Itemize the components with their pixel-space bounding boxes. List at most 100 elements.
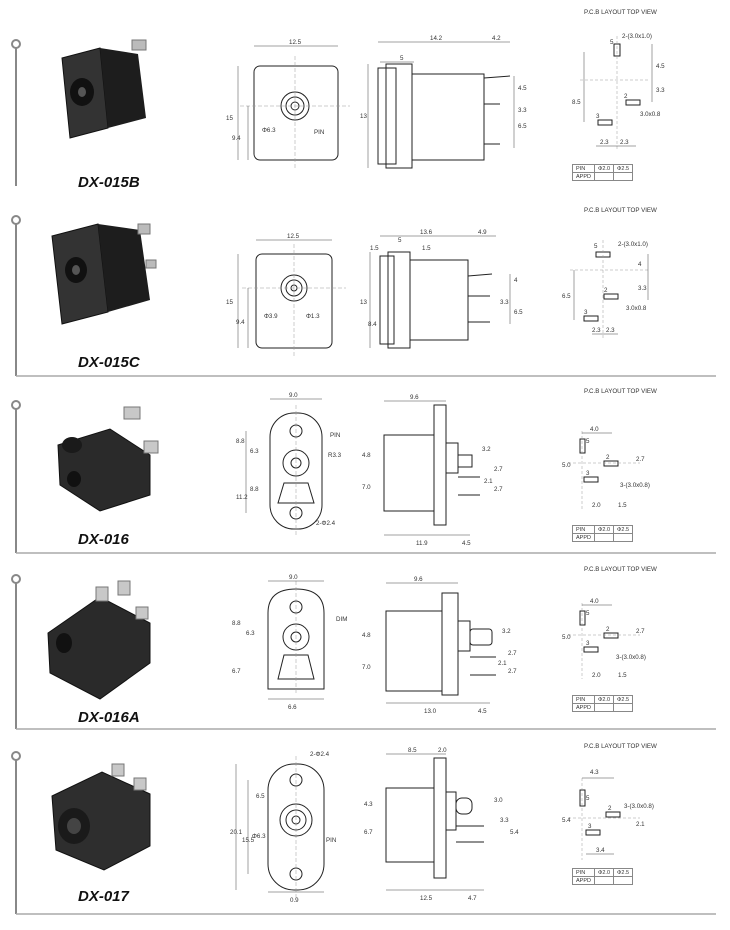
pcb-v1: 4: [638, 261, 642, 268]
dim-side-r2: 3.3: [500, 817, 509, 824]
dim-side-t1: 1.5: [370, 245, 379, 252]
dim-side-r3: 6.5: [518, 123, 527, 130]
dim-front-pin: PIN: [330, 432, 340, 439]
dim-front-bottom: 0.9: [290, 897, 299, 904]
drawings-dx-015c: P.C.B LAYOUT TOP VIEW 12.5 15 9.4 Φ3.9 Φ…: [11, 207, 716, 377]
pcb-pin5: 5: [610, 39, 614, 46]
pcb-pin2: 2: [608, 805, 612, 812]
pcb-pin3: 3: [586, 640, 590, 647]
pcb-b2: 1.5: [618, 502, 627, 509]
model-label: DX-016: [78, 531, 129, 548]
dim-side-top2: 4.9: [478, 229, 487, 236]
pcb-header: P.C.B LAYOUT TOP VIEW: [584, 566, 657, 573]
dim-side-r2: 3.3: [518, 107, 527, 114]
pcb-header: P.C.B LAYOUT TOP VIEW: [584, 9, 657, 16]
pcb-pin3: 3: [596, 113, 600, 120]
tbl-d1: Φ2.0: [593, 525, 615, 534]
pcb-left: 5.0: [562, 634, 571, 641]
side-view-dx-015c: [369, 235, 511, 349]
pcb-note: 3-(3.0x0.8): [620, 482, 650, 489]
product-section-dx-015c: P.C.B LAYOUT TOP VIEW 12.5 15 9.4 Φ3.9 Φ…: [0, 200, 730, 386]
dim-side-r1: 3.0: [494, 797, 503, 804]
dim-side-r2: 3.3: [500, 299, 509, 306]
pcb-v1: 4.5: [656, 63, 665, 70]
pcb-b2: 2.3: [606, 327, 615, 334]
dim-side-h1: 4.8: [362, 452, 371, 459]
dim-side-r1: 4: [514, 277, 518, 284]
dim-front-lower: 9.4: [236, 319, 245, 326]
pcb-b1: 2.0: [592, 672, 601, 679]
dim-side-top1: 14.2: [430, 35, 443, 42]
dim-side-r1: 4.5: [518, 85, 527, 92]
pcb-b2: 2.3: [620, 139, 629, 146]
model-label: DX-016A: [78, 709, 140, 726]
dim-front-width: 9.0: [289, 392, 298, 399]
dim-front-width: 12.5: [289, 39, 302, 46]
product-section-dx-016: P.C.B LAYOUT TOP VIEW 9.0 8.8 6.3 8.8 11…: [0, 385, 730, 571]
pcb-left: 8.5: [572, 99, 581, 106]
drawings-dx-017: P.C.B LAYOUT TOP VIEW 2-Φ2.4 20.1 15.5 6…: [11, 743, 716, 915]
dim-side-r2: 2.7: [494, 466, 503, 473]
pcb-b1: 2.0: [592, 502, 601, 509]
front-view-dx-016: [245, 398, 323, 535]
pcb-note-bottom: 3.0x0.8: [626, 305, 647, 312]
tbl-d2: Φ2.5: [613, 868, 634, 877]
dim-front-upper: 6.5: [256, 793, 265, 800]
dim-front-total: 20.1: [230, 829, 243, 836]
dim-side-bottom1: 11.9: [416, 540, 428, 547]
dim-side-r3: 6.5: [514, 309, 523, 316]
pcb-pin3: 3: [584, 309, 588, 316]
dim-side-t2: 1.5: [422, 245, 431, 252]
dim-front-lower: 8.8: [250, 486, 259, 493]
dim-front-width: 12.5: [287, 233, 300, 240]
pcb-pin5: 5: [586, 610, 590, 617]
dim-side-h2: 7.0: [362, 664, 371, 671]
dim-side-r3: 2.1: [484, 478, 493, 485]
dim-front-mid: 15.5: [242, 837, 255, 844]
dim-side-bottom2: 4.5: [462, 540, 471, 547]
tbl-d2: Φ2.5: [613, 164, 634, 173]
photo-dx-015b: [61, 39, 147, 139]
dim-side-h2: 7.0: [362, 484, 371, 491]
dim-side-body: 5: [398, 237, 402, 244]
dim-side-h2: 6.7: [364, 829, 373, 836]
dim-side-r2: 2.7: [508, 650, 517, 657]
pcb-pin2: 2: [606, 454, 610, 461]
dim-side-top2: 4.2: [492, 35, 501, 42]
pcb-pin2: 2: [624, 93, 628, 100]
photo-dx-016a: [47, 580, 151, 700]
dim-side-r1: 3.2: [482, 446, 491, 453]
pcb-pin3: 3: [588, 823, 592, 830]
pcb-right: 2.7: [636, 628, 645, 635]
dim-side-lower: 8.4: [368, 321, 377, 328]
tbl-d1: Φ2.0: [593, 868, 615, 877]
dim-side-h1: 4.3: [364, 801, 373, 808]
side-view-dx-015b: [367, 41, 515, 169]
front-view-dx-017: [235, 756, 325, 898]
pcb-header: P.C.B LAYOUT TOP VIEW: [584, 207, 657, 214]
dim-front-dim: DIM: [336, 616, 347, 623]
side-view-dx-017: [385, 753, 484, 891]
dim-front-holes: 2-Φ2.4: [316, 520, 336, 527]
dim-side-bottom2: 4.5: [478, 708, 487, 715]
dim-front-diameter: Φ3.9: [264, 313, 278, 320]
dim-front-height: 15: [226, 299, 233, 306]
dim-side-top2: 2.0: [438, 747, 447, 754]
tbl-appd: APPD: [572, 876, 595, 885]
model-label: DX-017: [78, 888, 129, 905]
pcb-left: 5.4: [562, 817, 571, 824]
dim-front-pin: Φ1.3: [306, 313, 320, 320]
front-view-dx-015c: [237, 239, 346, 358]
pcb-right: 2.7: [636, 456, 645, 463]
dim-side-top1: 8.5: [408, 747, 417, 754]
pcb-header: P.C.B LAYOUT TOP VIEW: [584, 743, 657, 750]
pcb-layout-dx-017: [568, 777, 640, 860]
dim-side-bottom1: 12.5: [420, 895, 433, 902]
dim-side-r4: 2.7: [494, 486, 503, 493]
dim-side-h1: 4.8: [362, 632, 371, 639]
tbl-d1: Φ2.0: [593, 164, 615, 173]
pcb-note-bottom: 3.0x0.8: [640, 111, 661, 118]
tbl-pin: PIN: [572, 868, 595, 877]
